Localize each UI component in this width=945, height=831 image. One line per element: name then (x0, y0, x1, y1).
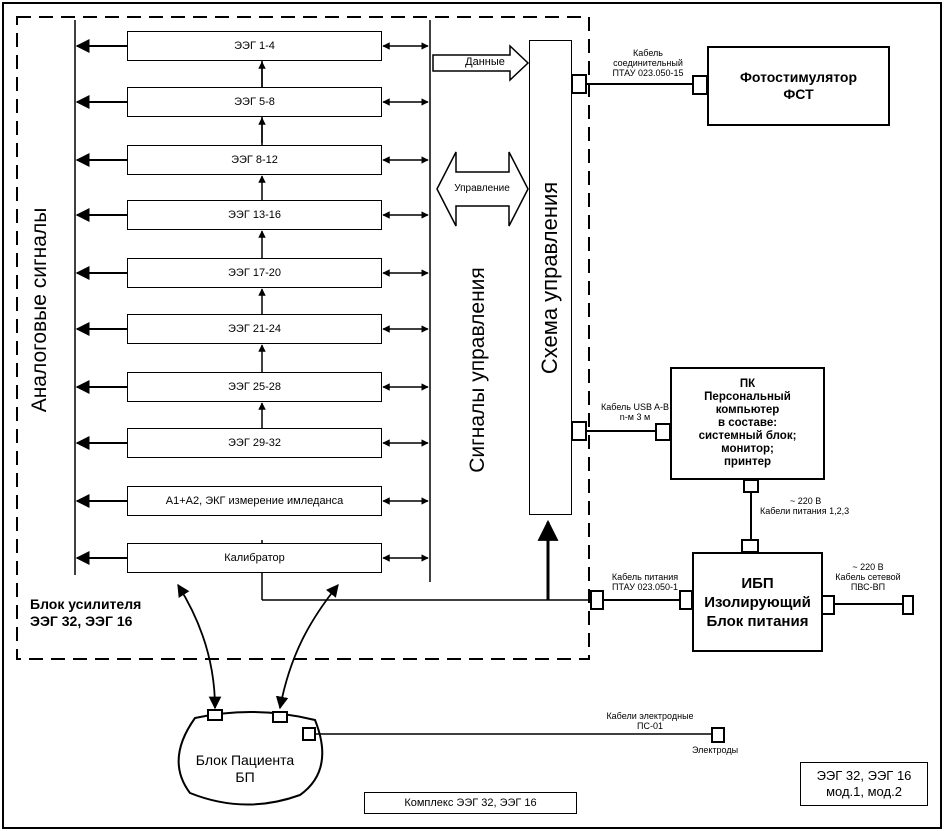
pc-text-line: компьютер (715, 404, 780, 416)
channel-box: ЭЭГ 5-8 (127, 87, 382, 117)
usb-cable-label: Кабель USB A-B n-м 3 м (601, 402, 669, 422)
control-scheme-box (529, 40, 572, 515)
channel-box: ЭЭГ 21-24 (127, 314, 382, 344)
calibrator-box: Калибратор (127, 543, 382, 573)
impedance-label: A1+A2, ЭКГ измерение имледанса (165, 495, 344, 507)
channel-label: ЭЭГ 25-28 (228, 381, 281, 393)
data-arrow-label: Данные (465, 56, 505, 68)
complex-label-box: Комплекс ЭЭГ 32, ЭЭГ 16 (364, 792, 577, 814)
pc-text-line: принтер (723, 456, 772, 468)
patient-unit-label: Блок Пациента БП (195, 752, 295, 785)
patient-link-right (275, 584, 339, 710)
control-arrow-label: Управление (454, 183, 510, 194)
channel-box: ЭЭГ 17-20 (127, 258, 382, 288)
pc-text-line: монитор; (721, 443, 774, 455)
control-signals-label: Сигналы управления (466, 267, 489, 473)
photostim-cable-label: Кабель соединительный ПТАУ 023.050-15 (612, 48, 684, 78)
analog-signals-label: Аналоговые сигналы (28, 207, 51, 413)
channel-box: ЭЭГ 29-32 (127, 428, 382, 458)
model-box: ЭЭГ 32, ЭЭГ 16 мод.1, мод.2 (800, 762, 928, 806)
pc-text-line: ПК (739, 378, 756, 390)
channel-box: ЭЭГ 25-28 (127, 372, 382, 402)
impedance-box: A1+A2, ЭКГ измерение имледанса (127, 486, 382, 516)
pc-text-line: Персональный (704, 391, 791, 403)
amplifier-block-label: Блок усилителя ЭЭГ 32, ЭЭГ 16 (30, 596, 142, 629)
mains-cable-label: ~ 220 В Кабель сетевой ПВС-ВП (835, 562, 901, 592)
channel-label: ЭЭГ 17-20 (228, 267, 281, 279)
channel-box: ЭЭГ 1-4 (127, 31, 382, 61)
channel-arrows (75, 39, 429, 565)
channel-label: ЭЭГ 1-4 (234, 40, 275, 52)
ups-box: ИБП Изолирующий Блок питания (692, 552, 823, 652)
control-arrow (436, 151, 529, 227)
electrode-cable-label: Кабели электродные ПС-01 (606, 711, 694, 731)
pc-text-line: системный блок; (698, 430, 797, 442)
control-scheme-label: Схема управления (537, 181, 562, 375)
photostimulator-box: Фотостимулятор ФСТ (707, 46, 890, 126)
channel-label: ЭЭГ 21-24 (228, 323, 281, 335)
channel-label: ЭЭГ 5-8 (234, 96, 275, 108)
data-arrow (432, 44, 530, 82)
pc-power-label: ~ 220 В Кабели питания 1,2,3 (760, 496, 850, 516)
channel-label: ЭЭГ 29-32 (228, 437, 281, 449)
pc-text-line: в составе: (717, 417, 778, 429)
channel-box: ЭЭГ 8-12 (127, 145, 382, 175)
patient-unit-shape (177, 711, 324, 806)
calibrator-label: Калибратор (224, 552, 285, 564)
patient-link-left (177, 583, 222, 710)
channel-label: ЭЭГ 8-12 (231, 154, 278, 166)
ups-cable-label: Кабель питания ПТАУ 023.050-1 (611, 572, 679, 592)
channel-box: ЭЭГ 13-16 (127, 200, 382, 230)
channel-label: ЭЭГ 13-16 (228, 209, 281, 221)
electrodes-label: Электроды (691, 745, 739, 755)
